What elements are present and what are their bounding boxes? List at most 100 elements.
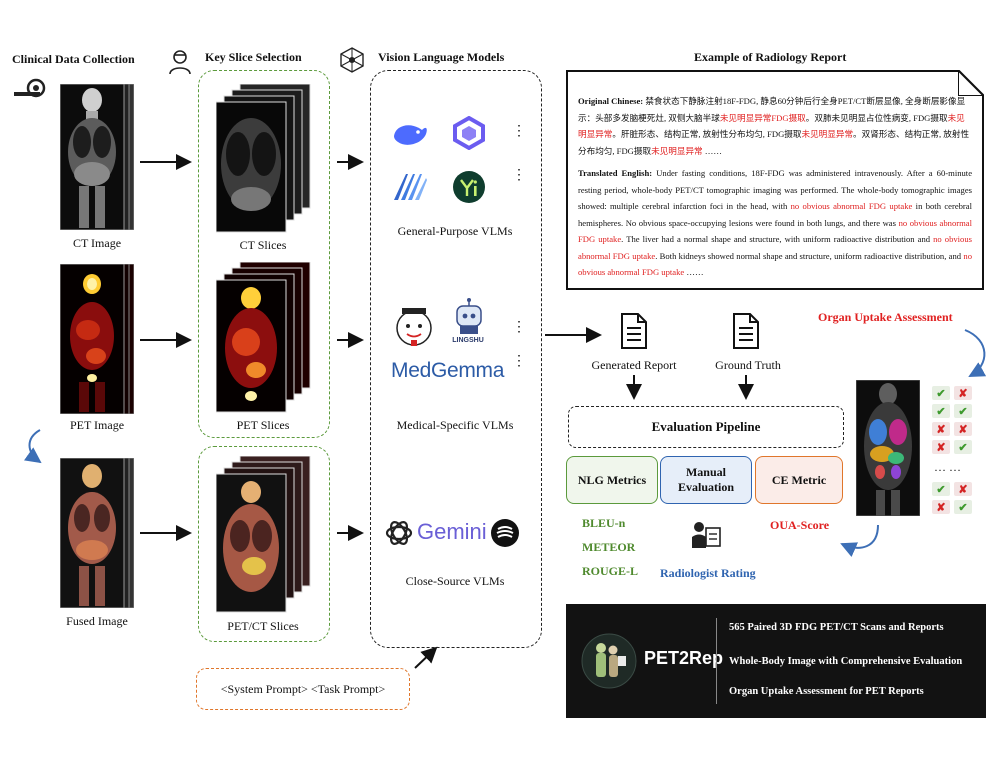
more-dots-4: ⋮ — [512, 354, 527, 369]
cross-icon: ✘ — [932, 440, 950, 454]
ct-image-label: CT Image — [72, 236, 122, 250]
ground-truth-icon — [733, 313, 759, 349]
pet2rep-banner: PET2Rep 565 Paired 3D FDG PET/CT Scans a… — [566, 604, 986, 718]
ct-pet-slices-group — [198, 70, 330, 438]
en-part-2: in both cerebral hemispheres. No obvious… — [578, 201, 972, 228]
medical-vlm-label: Medical-Specific VLMs — [396, 418, 514, 432]
en-red-2: no obvious abnormal FDG uptake — [578, 217, 973, 245]
fused-image-label: Fused Image — [66, 614, 128, 628]
network-icon — [340, 47, 364, 73]
internlm-icon — [394, 174, 427, 200]
cn-label: Original Chinese: — [578, 96, 644, 106]
scanner-icon — [14, 78, 46, 98]
en-part-5: …… — [684, 267, 704, 277]
general-vlm-label: General-Purpose VLMs — [397, 224, 513, 238]
report-cn: Original Chinese: 禁食状态下静脉注射18F-FDG, 静息60… — [578, 93, 972, 159]
en-part-4: . Both kidneys showed normal shape and s… — [655, 250, 964, 261]
en-label: Translated English: — [578, 168, 653, 178]
assessment-grid-top: ✔ ✘ ✔ ✔ ✘ ✘ ✘ ✔ — [932, 386, 972, 454]
ct-slices-label: CT Slices — [239, 238, 287, 252]
en-part-3: . The liver had a normal shape and struc… — [621, 234, 934, 244]
pet2rep-divider — [716, 618, 717, 704]
report-header: Example of Radiology Report — [694, 50, 847, 64]
doctor-icon — [169, 50, 191, 75]
cn-part-4: 。双肾形态、结构正常, 放射性分布均匀, FDG摄取 — [578, 129, 970, 156]
bleu-label: BLEU-n — [582, 516, 626, 530]
petct-slices-label: PET/CT Slices — [227, 619, 299, 633]
medgemma-logo: MedGemma — [391, 359, 505, 382]
more-dots-1: ⋮ — [512, 124, 527, 139]
rouge-label: ROUGE-L — [582, 564, 639, 578]
clinical-header: Clinical Data Collection — [12, 50, 135, 68]
grid-ellipsis: … … — [934, 460, 961, 474]
generated-report-label: Generated Report — [591, 358, 677, 372]
deepseek-icon — [394, 125, 427, 145]
pet2rep-logo-icon — [581, 633, 637, 689]
cn-red-3: 未见明显异常 — [801, 129, 854, 139]
cross-icon: ✘ — [954, 422, 972, 436]
cross-icon: ✘ — [932, 422, 950, 436]
en-red-1: no obvious abnormal FDG uptake — [790, 201, 913, 211]
oua-score-label: OUA-Score — [770, 518, 830, 532]
huatuo-icon — [396, 308, 432, 346]
curve-grid-oua — [840, 524, 879, 557]
petct-slices-stack — [215, 455, 312, 614]
check-icon: ✔ — [954, 404, 972, 418]
yi-icon — [453, 171, 485, 203]
pet2rep-line3: Organ Uptake Assessment for PET Reports — [729, 686, 924, 697]
pet-slices-stack — [215, 261, 312, 414]
qwen-icon — [453, 116, 485, 150]
petct-slices-group — [198, 446, 330, 642]
openai-icon — [385, 521, 413, 545]
check-icon: ✔ — [932, 404, 950, 418]
evaluation-pipeline-box: Evaluation Pipeline — [568, 406, 844, 448]
nlg-metrics-box: NLG Metrics — [566, 456, 658, 504]
cross-icon: ✘ — [932, 500, 950, 514]
organ-uptake-label: Organ Uptake Assessment — [818, 310, 953, 324]
ct-image — [59, 83, 135, 231]
assessment-grid-bottom: ✔ ✘ ✘ ✔ — [932, 482, 972, 514]
cn-part-1: 禁食状态下静脉注射18F-FDG, 静息60分钟后行全身PET/CT断层显像, … — [578, 96, 966, 123]
radiologist-rating-label: Radiologist Rating — [660, 566, 756, 580]
en-red-3: no obvious abnormal FDG uptake — [578, 234, 973, 261]
prompt-text: <System Prompt> <Task Prompt> — [220, 681, 386, 696]
vlm-header: Vision Language Models — [378, 50, 505, 64]
clinical-title: Clinical Data Collection — [12, 52, 135, 66]
check-icon: ✔ — [932, 482, 950, 496]
report-en: Translated English: Under fasting condit… — [578, 165, 972, 281]
cn-red-4: 未见明显异常 — [651, 145, 703, 156]
report-card: Original Chinese: 禁食状态下静脉注射18F-FDG, 静息60… — [566, 70, 984, 290]
gemini-logo: Gemini — [417, 519, 487, 544]
pet-image-label: PET Image — [69, 418, 125, 432]
cn-red-2: 未见明显异常 — [578, 112, 965, 140]
cross-icon: ✘ — [954, 386, 972, 400]
ce-metric-box: CE Metric — [755, 456, 843, 504]
more-dots-3: ⋮ — [512, 320, 527, 335]
slice-header: Key Slice Selection — [205, 50, 302, 64]
manual-evaluation-box: Manual Evaluation — [660, 456, 752, 504]
en-red-4: no obvious abnormal FDG uptake — [578, 250, 972, 278]
closed-vlm-label: Close-Source VLMs — [405, 574, 505, 588]
radiologist-icon — [692, 522, 721, 548]
more-dots-2: ⋮ — [512, 168, 527, 183]
cn-part-2: 。双肺未见明显占位性病变, FDG摄取 — [805, 112, 948, 123]
generated-report-icon — [621, 313, 647, 349]
cross-icon: ✘ — [954, 482, 972, 496]
cn-part-3: 。肝脏形态、结构正常, 放射性分布均匀, FDG摄取 — [612, 129, 802, 139]
meteor-label: METEOR — [582, 540, 636, 554]
check-icon: ✔ — [932, 386, 950, 400]
pet-slices-label: PET Slices — [236, 418, 290, 432]
evaluation-pipeline-label: Evaluation Pipeline — [651, 419, 761, 434]
check-icon: ✔ — [954, 500, 972, 514]
report-fold — [958, 70, 984, 96]
pet-image — [59, 263, 135, 415]
claude-icon — [491, 519, 519, 547]
cn-red-1: 未见明显异常FDG摄取 — [719, 112, 806, 123]
check-icon: ✔ — [954, 440, 972, 454]
segmented-scan-image — [856, 380, 920, 516]
ground-truth-label: Ground Truth — [715, 358, 781, 372]
lingshu-icon — [456, 298, 482, 334]
pet2rep-line1: 565 Paired 3D FDG PET/CT Scans and Repor… — [729, 622, 944, 633]
cn-part-5: …… — [702, 145, 722, 156]
